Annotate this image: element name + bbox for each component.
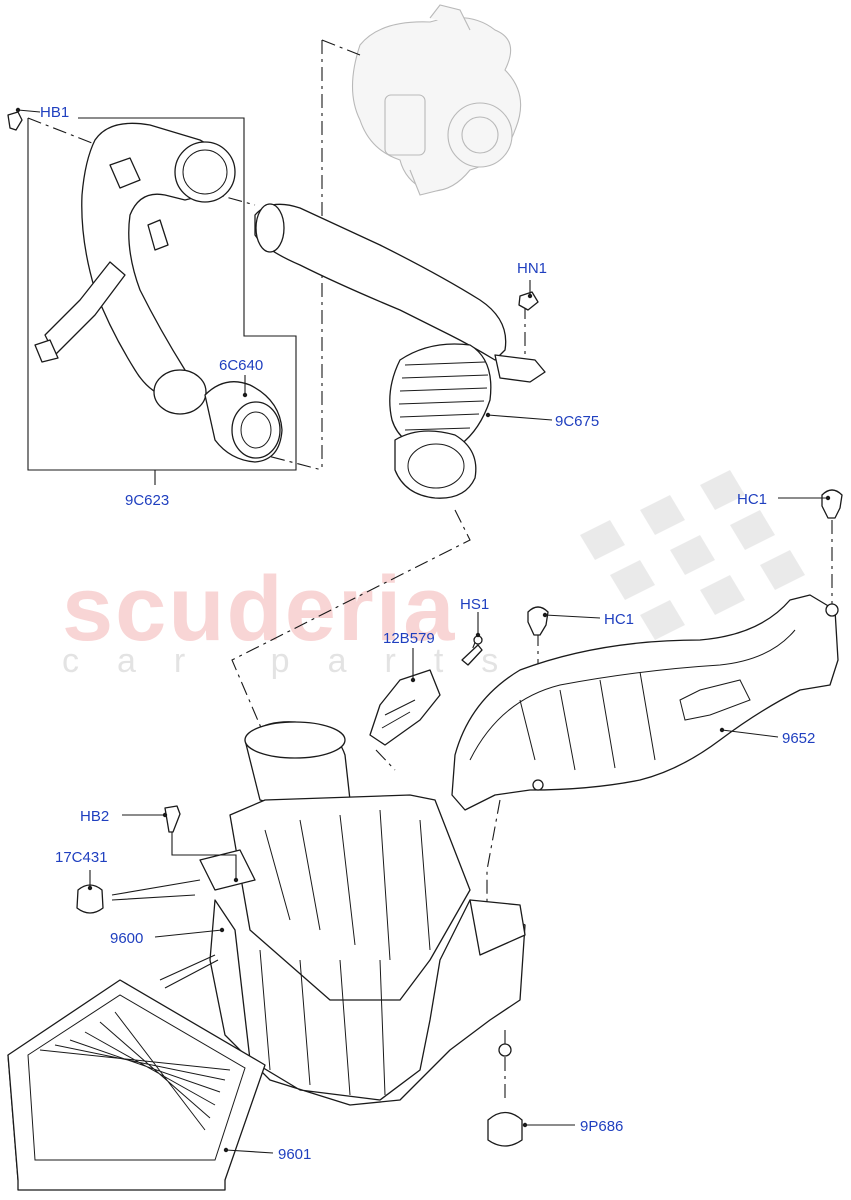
callout-6c640: 6C640 [219,357,263,374]
callout-hc1-mid: HC1 [604,611,634,628]
callout-9600: 9600 [110,930,143,947]
callout-hn1: HN1 [517,260,547,277]
turbocharger-ghost [352,4,522,196]
grommet-9p686 [487,1111,523,1147]
bolt-hb2 [164,805,181,833]
leader-lines [15,107,831,1154]
group-bracket-9c623 [27,117,297,471]
intake-pipe-9c623 [34,122,283,463]
callout-9c675: 9C675 [555,413,599,430]
air-filter-element-9601 [7,979,266,1191]
callout-9p686: 9P686 [580,1118,623,1135]
grommet-17c431 [76,884,104,914]
watermark-brand: scuderia [62,558,456,660]
checkered-flag-logo [580,470,805,640]
callout-hs1: HS1 [460,596,489,613]
callout-17c431: 17C431 [55,849,108,866]
callout-hb2: HB2 [80,808,109,825]
watermark: scuderia car parts [62,470,805,680]
callout-labels: HB1 6C640 9C623 HN1 9C675 HC1 HC1 HS1 12… [40,104,815,1163]
clip-hc1-top [821,489,843,519]
callout-hb1: HB1 [40,104,69,121]
intake-tube-9c675 [254,203,546,499]
clip-hc1-mid [527,606,549,636]
air-filter-housing-9600 [199,721,526,1106]
callout-12b579: 12B579 [383,630,435,647]
callout-hc1-top: HC1 [737,491,767,508]
air-intake-duct-9652 [451,594,839,811]
fasteners [7,111,843,1147]
callout-9652: 9652 [782,730,815,747]
callout-9c623: 9C623 [125,492,169,509]
airflow-sensor-12b579 [369,635,483,746]
callout-9601: 9601 [278,1146,311,1163]
bolt-hb1 [7,111,23,131]
